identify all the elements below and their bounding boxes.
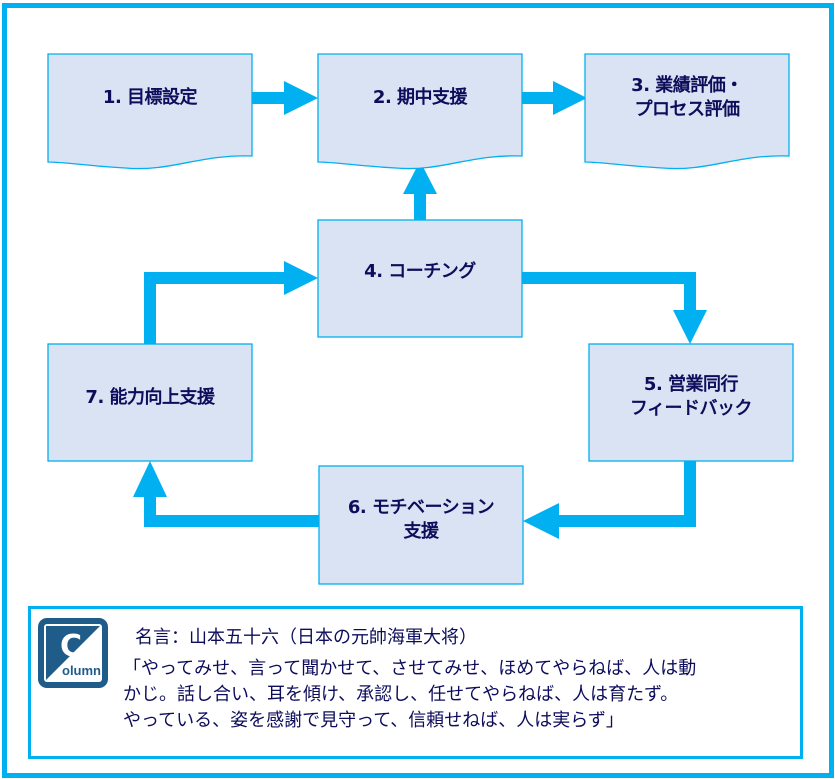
arrowhead-n2-n3 (553, 81, 587, 115)
node-label-line: フィードバック (629, 398, 753, 419)
node-shape-n1 (47, 53, 253, 170)
process-diagram (47, 53, 794, 585)
quote-text: 「やってみせ、言って聞かせて、させてみせ、ほめてやらねば、人は動 かじ。話し合い… (123, 656, 793, 734)
column-box: C olumn 名言：山本五十六（日本の元帥海軍大将） 「やってみせ、言って聞か… (28, 606, 803, 759)
node-label-n4: 4. コーチング (318, 260, 522, 284)
node-label-line: 5. 営業同行 (643, 374, 739, 395)
arrowhead-n6-n7 (133, 461, 167, 497)
node-shape-n3 (584, 53, 790, 170)
column-icon-word: olumn (62, 663, 101, 678)
arrowhead-n7-n4 (284, 261, 318, 295)
column-icon-letter: C (60, 629, 82, 664)
node-label-n6: 6. モチベーション支援 (319, 496, 523, 544)
quote-line: かじ。話し合い、耳を傾け、承認し、任せてやらねば、人は育たず。 (123, 684, 679, 705)
quote-line: 「やってみせ、言って聞かせて、させてみせ、ほめてやらねば、人は動 (123, 658, 697, 679)
arrowhead-n4-n2 (403, 161, 437, 194)
node-label-line: 支援 (403, 521, 440, 542)
node-shape-n7 (47, 343, 253, 462)
node-label-line: 7. 能力向上支援 (85, 387, 215, 408)
node-shape-n4 (317, 219, 523, 338)
node-label-n2: 2. 期中支援 (318, 86, 522, 110)
edge-line-n5-n6 (557, 461, 696, 527)
edge-line-n6-n7 (144, 495, 319, 527)
node-shape-n5 (588, 343, 794, 462)
arrowhead-n1-n2 (284, 81, 318, 115)
node-label-line: 4. コーチング (364, 261, 476, 282)
edge-line-n7-n4 (144, 272, 286, 344)
node-label-n1: 1. 目標設定 (48, 86, 252, 110)
node-label-line: 6. モチベーション (347, 497, 495, 518)
node-label-line: 1. 目標設定 (102, 87, 198, 108)
node-label-n5: 5. 営業同行フィードバック (589, 373, 793, 421)
node-label-line: 3. 業績評価・ (631, 75, 743, 96)
node-label-n7: 7. 能力向上支援 (48, 386, 252, 410)
column-icon: C olumn (38, 618, 108, 688)
node-label-line: 2. 期中支援 (372, 87, 468, 108)
nodes (47, 53, 794, 585)
arrowhead-n4-n5 (673, 310, 707, 344)
quote-line: やっている、姿を感謝で見守って、信頼せねば、人は実らず」 (123, 710, 624, 731)
node-label-n3: 3. 業績評価・プロセス評価 (585, 74, 789, 122)
quote-attribution: 名言：山本五十六（日本の元帥海軍大将） (135, 627, 477, 648)
node-label-line: プロセス評価 (634, 99, 741, 120)
outer-frame (2, 3, 834, 778)
edge-line-n4-n5 (522, 272, 696, 312)
edges (133, 81, 707, 539)
arrowhead-n5-n6 (523, 503, 559, 539)
node-shape-n6 (318, 465, 524, 585)
node-shape-n2 (317, 53, 523, 170)
